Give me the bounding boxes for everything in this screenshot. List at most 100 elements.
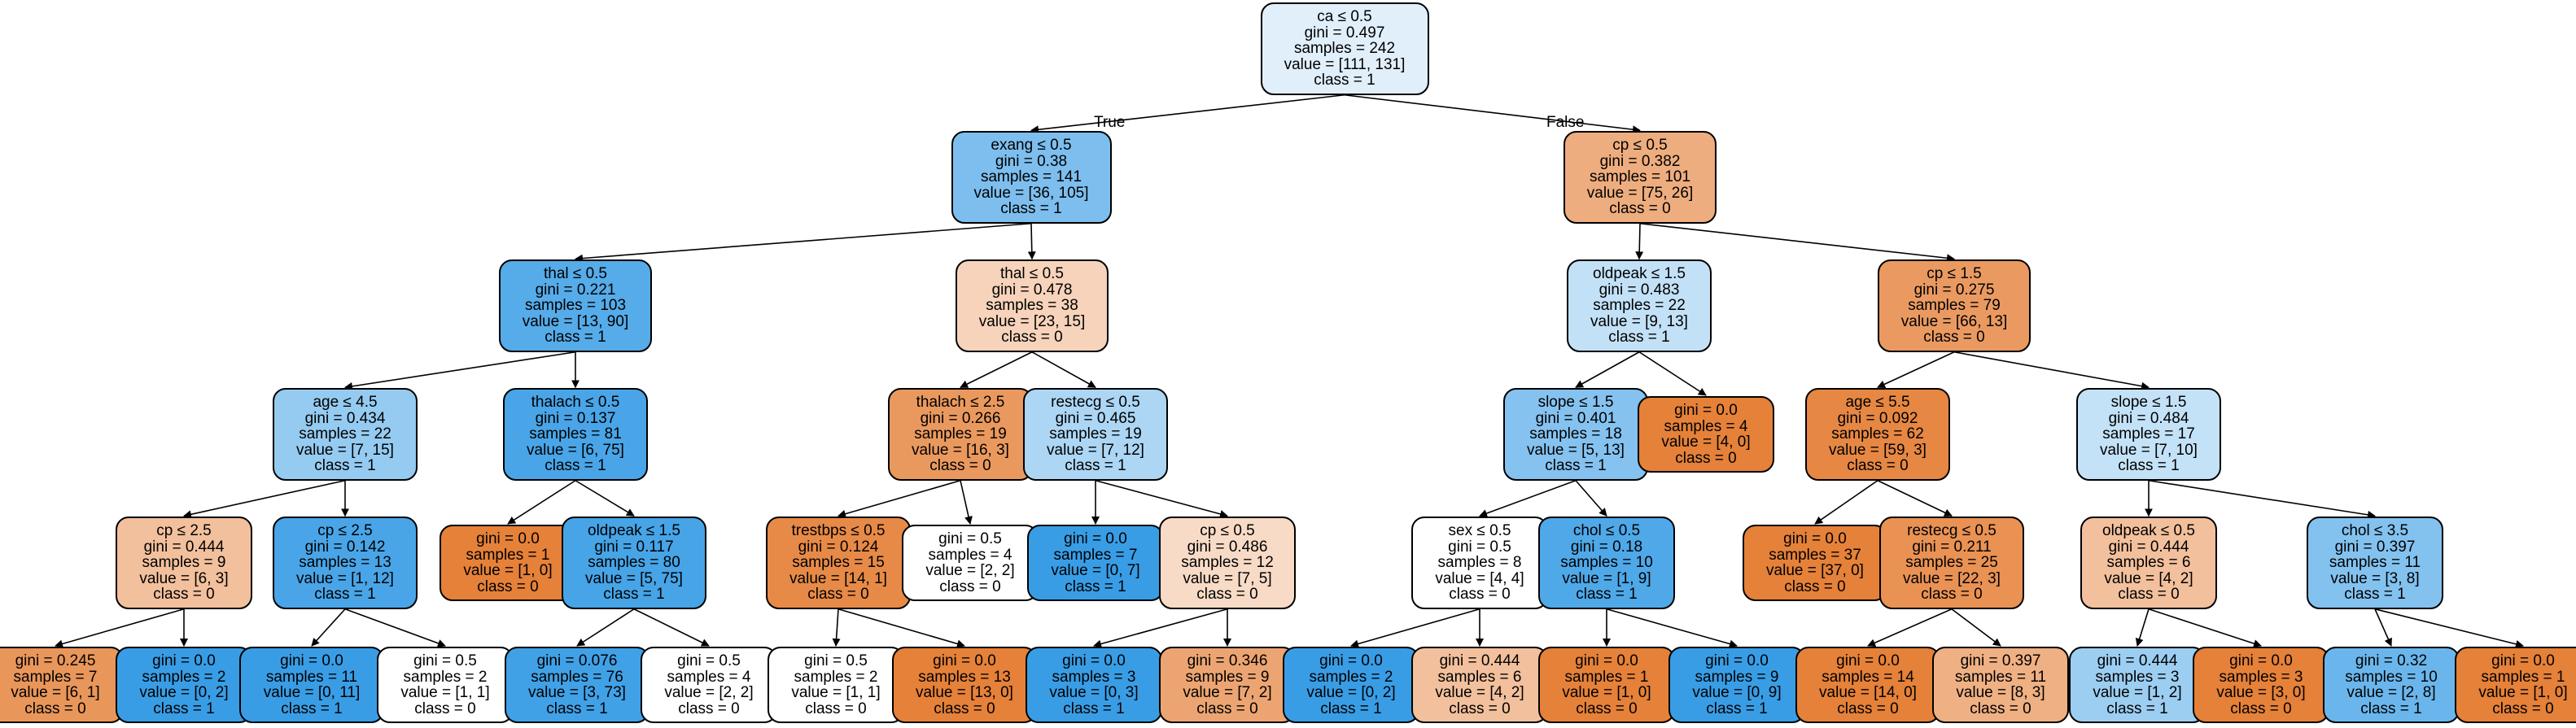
node-line: samples = 62 bbox=[1831, 425, 1924, 443]
node-line: class = 1 bbox=[2360, 700, 2422, 717]
node-line: value = [6, 75] bbox=[527, 441, 624, 459]
tree-edge bbox=[960, 351, 1033, 388]
node-line: samples = 3 bbox=[2219, 668, 2303, 686]
node-line: class = 1 bbox=[2118, 457, 2180, 475]
node-line: class = 1 bbox=[1065, 578, 1126, 595]
node-line: gini = 0.0 bbox=[1575, 652, 1638, 669]
node-line: samples = 3 bbox=[1052, 668, 1136, 686]
tree-edge bbox=[2135, 608, 2150, 647]
node-line: samples = 1 bbox=[466, 546, 550, 564]
tree-edge bbox=[1479, 479, 1577, 517]
node-line: class = 1 bbox=[1576, 586, 1638, 604]
node-line: value = [16, 3] bbox=[912, 441, 1009, 459]
node-line: gini = 0.0 bbox=[1319, 652, 1383, 669]
tree-edge bbox=[1877, 480, 1953, 517]
node-line: value = [0, 2] bbox=[139, 684, 229, 701]
node-line: value = [1, 12] bbox=[296, 569, 394, 587]
node-line: gini = 0.137 bbox=[535, 409, 616, 427]
node-line: ca ≤ 0.5 bbox=[1317, 8, 1372, 26]
node-line: value = [22, 3] bbox=[1903, 569, 2001, 587]
node-line: value = [9, 13] bbox=[1590, 312, 1688, 330]
tree-edge bbox=[575, 222, 1032, 263]
node-line: samples = 15 bbox=[792, 554, 885, 572]
node-line: value = [2, 8] bbox=[2346, 684, 2436, 701]
node-line: gini = 0.38 bbox=[995, 152, 1068, 170]
tree-edge bbox=[55, 608, 185, 648]
node-line: class = 0 bbox=[1675, 449, 1737, 467]
node-line: value = [66, 13] bbox=[1900, 312, 2008, 330]
node-line: gini = 0.0 bbox=[2491, 652, 2555, 669]
node-line: value = [8, 3] bbox=[1956, 684, 2045, 701]
node-line: value = [7, 15] bbox=[296, 441, 394, 459]
tree-edge bbox=[2148, 608, 2262, 647]
tree-edge bbox=[1867, 608, 1953, 647]
tree-edge bbox=[1027, 223, 1036, 260]
node-line: class = 0 bbox=[414, 700, 476, 717]
node-line: value = [111, 131] bbox=[1284, 55, 1406, 73]
node-line: value = [7, 2] bbox=[1183, 684, 1272, 701]
node-line: value = [5, 75] bbox=[585, 569, 683, 587]
tree-edge bbox=[838, 479, 961, 518]
node-line: class = 0 bbox=[929, 457, 991, 475]
node-line: value = [75, 26] bbox=[1586, 184, 1694, 202]
node-line: samples = 80 bbox=[588, 554, 680, 572]
node-line: gini = 0.124 bbox=[798, 538, 879, 556]
node-line: gini = 0.484 bbox=[2108, 409, 2189, 427]
node-line: sex ≤ 0.5 bbox=[1448, 522, 1511, 540]
node-line: samples = 1 bbox=[2481, 668, 2565, 686]
tree-edges bbox=[55, 94, 2524, 648]
node-line: class = 0 bbox=[1449, 700, 1511, 717]
node-line: samples = 10 bbox=[2345, 668, 2438, 686]
node-line: gini = 0.483 bbox=[1599, 281, 1680, 299]
node-line: class = 1 bbox=[281, 700, 343, 717]
node-line: gini = 0.5 bbox=[1448, 538, 1511, 556]
node-line: class = 1 bbox=[545, 329, 606, 347]
node-line: samples = 9 bbox=[142, 554, 226, 572]
node-line: value = [0, 9] bbox=[1692, 684, 1782, 701]
node-line: samples = 2 bbox=[142, 668, 226, 686]
node-line: value = [1, 2] bbox=[2093, 684, 2182, 701]
node-line: value = [2, 2] bbox=[925, 562, 1015, 579]
node-line: gini = 0.0 bbox=[152, 652, 216, 669]
node-line: class = 1 bbox=[603, 586, 665, 604]
tree-edge bbox=[1635, 223, 1644, 260]
node-line: gini = 0.5 bbox=[804, 652, 868, 669]
node-line: samples = 18 bbox=[1529, 425, 1622, 443]
node-line: thalach ≤ 0.5 bbox=[531, 394, 620, 412]
node-line: gini = 0.0 bbox=[1705, 652, 1769, 669]
node-line: class = 0 bbox=[2230, 700, 2292, 717]
node-line: cp ≤ 0.5 bbox=[1612, 137, 1668, 155]
node-line: cp ≤ 2.5 bbox=[317, 522, 373, 540]
node-line: gini = 0.444 bbox=[143, 538, 225, 556]
node-line: gini = 0.0 bbox=[933, 652, 996, 669]
tree-edge bbox=[2374, 608, 2524, 648]
node-line: thalach ≤ 2.5 bbox=[916, 394, 1005, 412]
node-line: gini = 0.266 bbox=[920, 409, 1001, 427]
node-line: class = 0 bbox=[153, 586, 215, 604]
node-line: gini = 0.382 bbox=[1599, 152, 1681, 170]
node-line: samples = 38 bbox=[986, 297, 1078, 315]
node-line: gini = 0.221 bbox=[535, 281, 616, 299]
tree-edge bbox=[1575, 351, 1640, 388]
node-line: class = 0 bbox=[1847, 457, 1909, 475]
node-line: value = [6, 3] bbox=[139, 569, 229, 587]
node-line: class = 1 bbox=[314, 457, 376, 475]
